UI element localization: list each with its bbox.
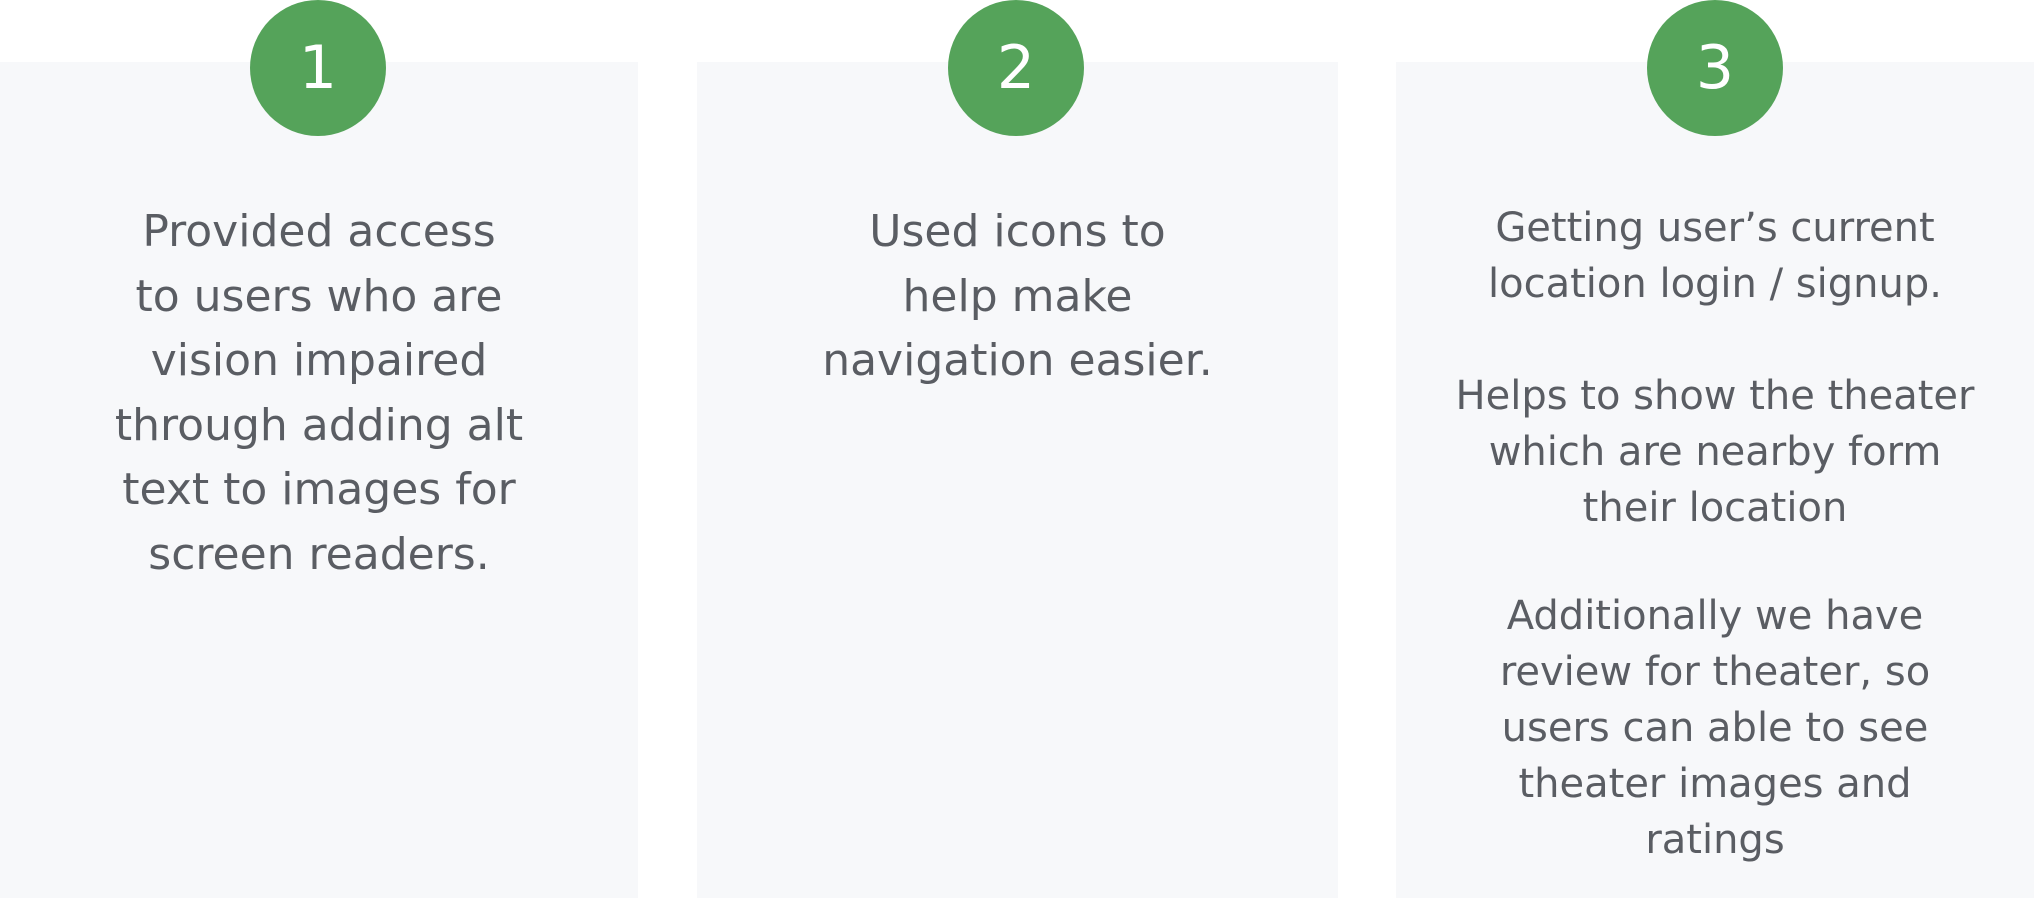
step-3-description-nearby: Helps to show the theater which are near… [1455, 373, 1975, 531]
step-number-badge-2: 2 [948, 0, 1084, 136]
step-2-description: Used icons to help make navigation easie… [822, 206, 1213, 386]
step-card-3 [1396, 62, 2034, 898]
step-1-description: Provided access to users who are vision … [114, 206, 524, 580]
step-card-1 [0, 62, 638, 898]
step-3-description-reviews: Additionally we have review for theater,… [1499, 593, 1931, 863]
step-number-badge-1: 1 [250, 0, 386, 136]
step-number-badge-3: 3 [1647, 0, 1783, 136]
step-3-description-location: Getting user’s current location login / … [1488, 205, 1942, 307]
step-card-2 [697, 62, 1338, 898]
